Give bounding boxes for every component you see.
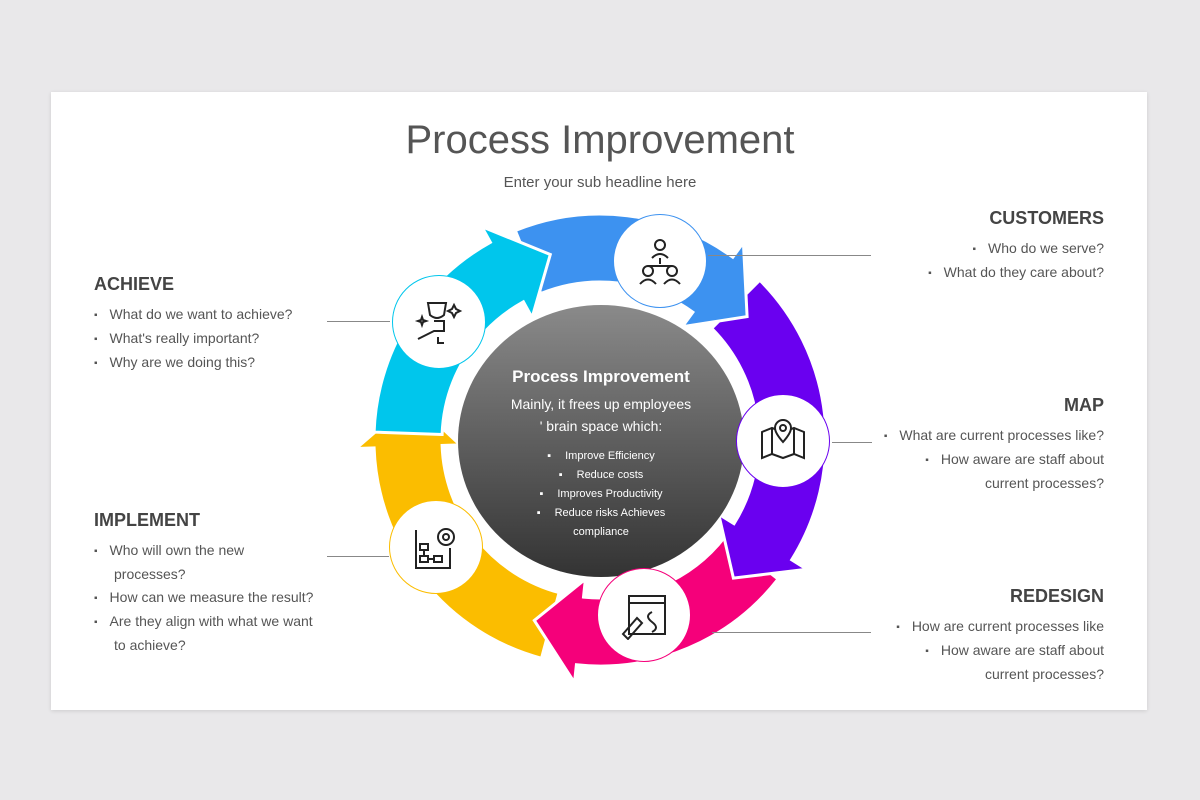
center-item: Reduce risks Achieves (458, 504, 744, 523)
implement-item: Are they align with what we want (94, 610, 313, 634)
redesign-section: REDESIGN How are current processes likeH… (896, 586, 1104, 686)
achieve-item: What's really important? (94, 327, 292, 351)
center-text-2: ' brain space which: (539, 418, 663, 434)
connector-achieve (327, 321, 390, 322)
map-item: How aware are staff about (884, 448, 1104, 472)
implement-item: How can we measure the result? (94, 586, 314, 610)
connector-map (832, 442, 872, 443)
connector-redesign (712, 632, 871, 633)
center-text-1: Mainly, it frees up employees (510, 396, 692, 412)
center-circle: Process Improvement Mainly, it frees up … (458, 305, 744, 577)
achieve-section: ACHIEVE What do we want to achieve?What'… (94, 274, 292, 375)
map-section: MAP What are current processes like?How … (884, 395, 1104, 495)
implement-title: IMPLEMENT (94, 510, 200, 530)
implement-item-cont: to achieve? (114, 637, 186, 653)
center-item: Improves Productivity (458, 485, 744, 504)
achieve-title: ACHIEVE (94, 274, 175, 294)
center-item-cont: compliance (573, 526, 629, 538)
redesign-item: How are current processes like (896, 615, 1104, 639)
achieve-item: Why are we doing this? (94, 351, 292, 375)
map-title: MAP (1064, 395, 1104, 415)
customers-item: Who do we serve? (928, 237, 1104, 261)
center-item: Reduce costs (458, 466, 744, 485)
center-item: Improve Efficiency (458, 447, 744, 466)
implement-section: IMPLEMENT Who will own the new processes?… (94, 510, 313, 657)
page-title: Process Improvement (405, 118, 795, 162)
customers-title: CUSTOMERS (989, 208, 1104, 228)
trophy-hand-icon (392, 275, 486, 369)
map-item: What are current processes like? (884, 424, 1104, 448)
redesign-title: REDESIGN (1009, 586, 1104, 606)
subtitle: Enter your sub headline here (503, 174, 697, 191)
connector-customers (708, 255, 871, 256)
design-brush-icon (597, 568, 691, 662)
implement-item-cont: processes? (114, 566, 186, 582)
team-icon (613, 214, 707, 308)
customers-section: CUSTOMERS Who do we serve?What do they c… (928, 208, 1104, 285)
map-item-cont: current processes? (984, 475, 1104, 491)
center-title: Process Improvement (512, 367, 690, 386)
customers-item: What do they care about? (928, 261, 1104, 285)
connector-implement (327, 556, 389, 557)
implement-item: Who will own the new (94, 539, 313, 563)
redesign-item-cont: current processes? (984, 666, 1104, 682)
achieve-item: What do we want to achieve? (94, 303, 293, 327)
redesign-item: How aware are staff about (896, 639, 1104, 663)
blueprint-gear-icon (389, 500, 483, 594)
map-pin-icon (736, 394, 830, 488)
